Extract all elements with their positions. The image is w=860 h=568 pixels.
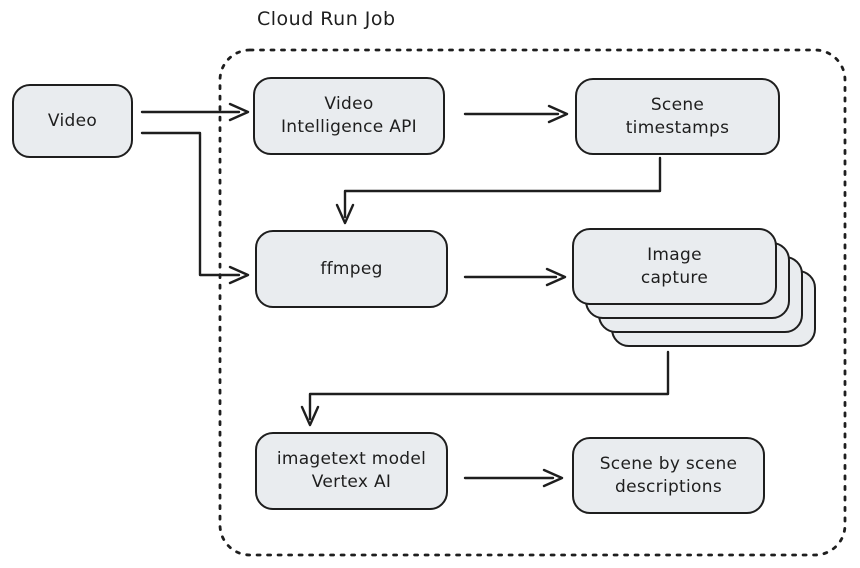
node-video: Video [12, 84, 133, 158]
arrowhead-video-to-video-intelligence [228, 102, 250, 122]
node-imagetext-model-vertex-ai: imagetext model Vertex AI [255, 432, 448, 510]
node-video-label: Video [47, 110, 98, 131]
arrowhead-video-to-ffmpeg [228, 265, 250, 285]
cloud-run-job-label: Cloud Run Job [257, 8, 396, 30]
node-scene-by-scene-descriptions: Scene by scene descriptions [572, 437, 765, 514]
arrowhead-scene-timestamps-to-ffmpeg [335, 203, 355, 225]
arrowhead-ffmpeg-to-image-capture [545, 267, 567, 287]
node-scene-by-scene-descriptions-label: Scene by scene descriptions [599, 453, 738, 497]
arrowhead-video-intelligence-to-scene-timestamps [547, 104, 569, 124]
node-ffmpeg-label: ffmpeg [320, 258, 383, 279]
node-scene-timestamps: Scene timestamps [575, 78, 780, 155]
arrowhead-imagetext-model-to-scene-descriptions [542, 468, 564, 488]
edge-video-to-ffmpeg [140, 131, 241, 277]
node-imagetext-model-vertex-ai-label: imagetext model Vertex AI [276, 449, 427, 492]
node-video-intelligence-api: Video Intelligence API [253, 77, 445, 155]
node-image-capture-label: Image capture [640, 244, 709, 288]
node-video-intelligence-api-label: Video Intelligence API [280, 94, 417, 137]
edge-image-capture-to-imagetext-model [308, 350, 670, 421]
cloud-run-job-boundary [218, 48, 847, 557]
edge-scene-timestamps-to-ffmpeg [343, 156, 662, 219]
node-image-capture: Image capture [572, 228, 777, 305]
node-ffmpeg: ffmpeg [255, 230, 448, 308]
arrowhead-image-capture-to-imagetext-model [300, 405, 320, 427]
node-scene-timestamps-label: Scene timestamps [625, 94, 730, 138]
